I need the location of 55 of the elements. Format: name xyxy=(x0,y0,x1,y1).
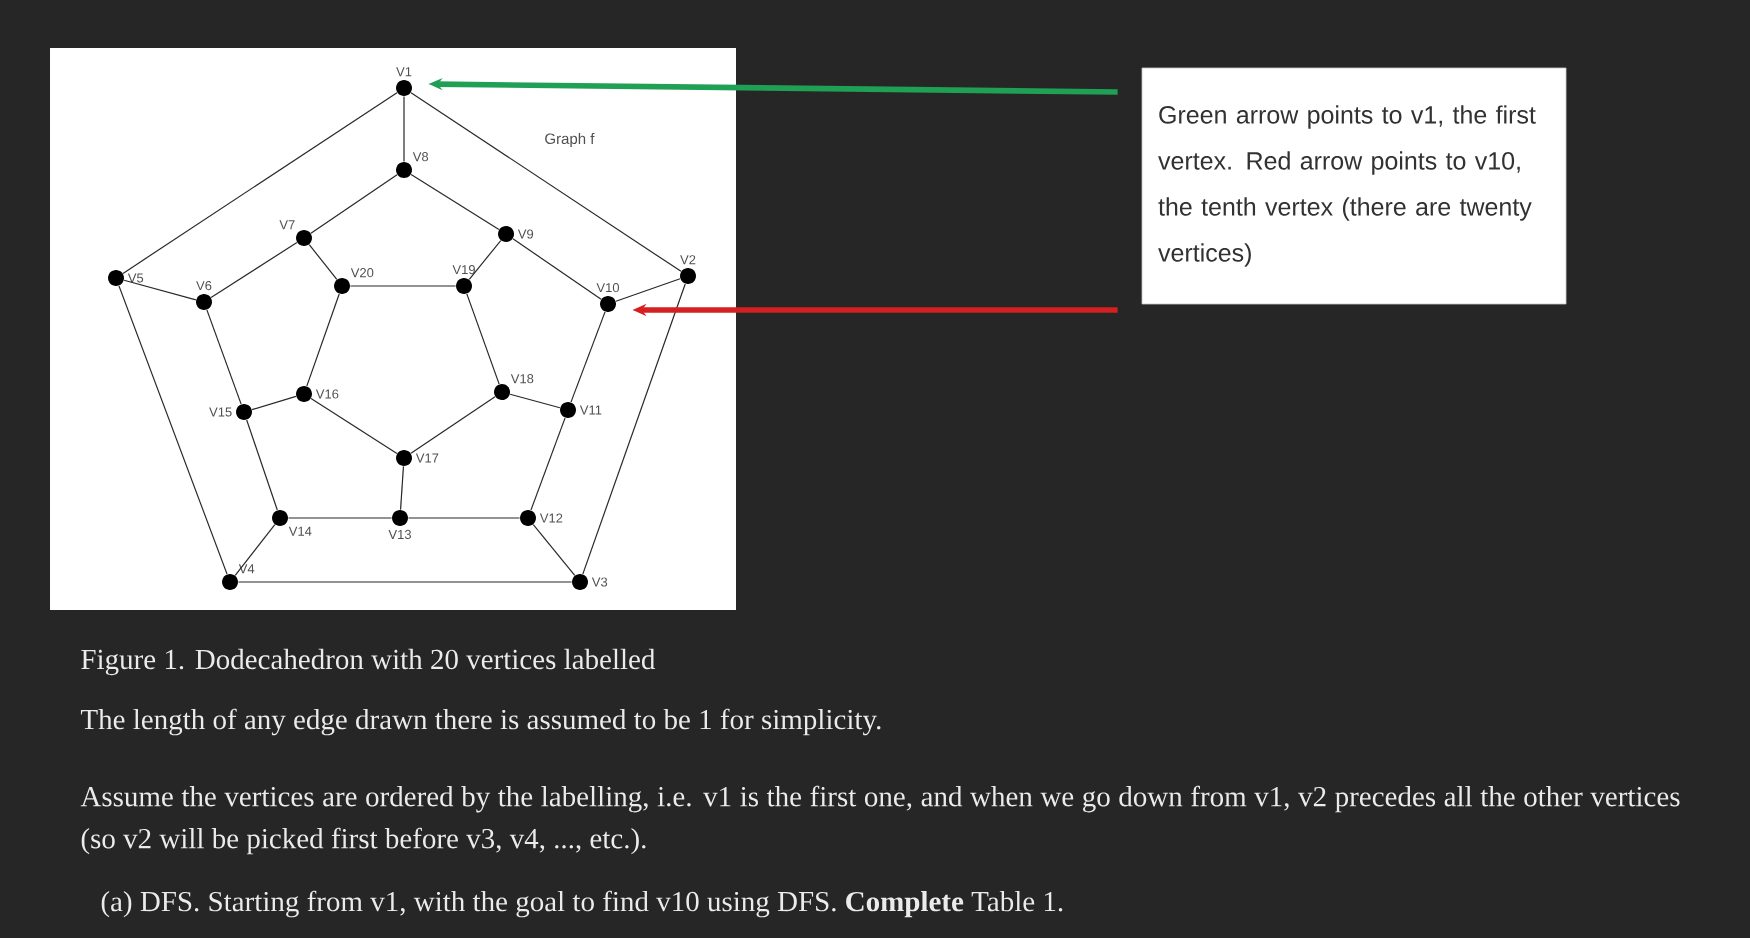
graph-edge xyxy=(349,285,457,287)
graph-edge xyxy=(310,397,398,455)
vertex-dot xyxy=(222,574,238,590)
vertex-dot xyxy=(296,230,312,246)
graph-edge xyxy=(532,523,576,577)
vertex-dot xyxy=(396,80,412,96)
vertex-dot xyxy=(272,510,288,526)
graph-edge xyxy=(310,174,398,234)
graph-edge xyxy=(306,293,340,387)
vertex-dot xyxy=(498,226,514,242)
vertex-dot xyxy=(236,404,252,420)
graph-edge xyxy=(206,309,242,405)
vertex-dot xyxy=(560,402,576,418)
vertex-dot xyxy=(108,270,124,286)
graph-edge xyxy=(118,285,228,575)
graph-edge xyxy=(407,517,521,519)
graph-edge xyxy=(530,417,566,511)
vertex-dot xyxy=(296,386,312,402)
graph-edge xyxy=(509,393,561,409)
graph-edge xyxy=(466,293,500,385)
graph-edge xyxy=(123,279,197,301)
graph-edge xyxy=(210,241,298,299)
vertex-dot xyxy=(392,510,408,526)
graph-edge xyxy=(410,92,682,272)
vertex-dot xyxy=(396,162,412,178)
paragraph: Assume the vertices are ordered by the labelling, i.e. v1 is the first one, and when we go down from v1, v2 precedes all the other vertices (so v2 will be picked first before v3, v4, ..., etc.). xyxy=(80,785,1680,855)
graph-edge xyxy=(234,524,276,576)
callout-box: Green arrow points to v1, the first vertex. Red arrow points to v10, the tenth vertex (there are twenty vertices) xyxy=(1141,67,1567,305)
graph-edge xyxy=(468,239,502,281)
vertex-dot xyxy=(494,384,510,400)
graph-edge xyxy=(122,92,398,274)
vertex-dot xyxy=(520,510,536,526)
vertex-dot xyxy=(396,450,412,466)
graph-edge xyxy=(246,419,278,511)
graph-edge xyxy=(403,95,405,163)
graph-edge xyxy=(410,396,496,454)
graph-edge xyxy=(287,517,393,519)
graph-edge xyxy=(570,311,606,403)
vertex-dot xyxy=(334,278,350,294)
paragraph: The length of any edge drawn there is assumed to be 1 for simplicity. xyxy=(80,708,881,736)
graph-edge xyxy=(512,238,602,300)
vertex-dot xyxy=(600,296,616,312)
paragraph: (a) DFS. Starting from v1, with the goal to find v10 using DFS. Complete Table 1. xyxy=(101,890,1063,918)
vertex-dot xyxy=(196,294,212,310)
vertex-dot xyxy=(456,278,472,294)
graph-edge xyxy=(237,581,573,583)
vertex-dot xyxy=(680,268,696,284)
paragraph: Figure 1. Dodecahedron with 20 vertices labelled xyxy=(81,648,656,676)
graph-edge xyxy=(308,244,338,281)
graph-edge xyxy=(582,283,686,575)
vertex-dot xyxy=(572,574,588,590)
graph-edge xyxy=(410,173,500,231)
graph-edge xyxy=(615,278,681,302)
graph-edge xyxy=(399,465,405,511)
graph-edge xyxy=(251,395,297,411)
